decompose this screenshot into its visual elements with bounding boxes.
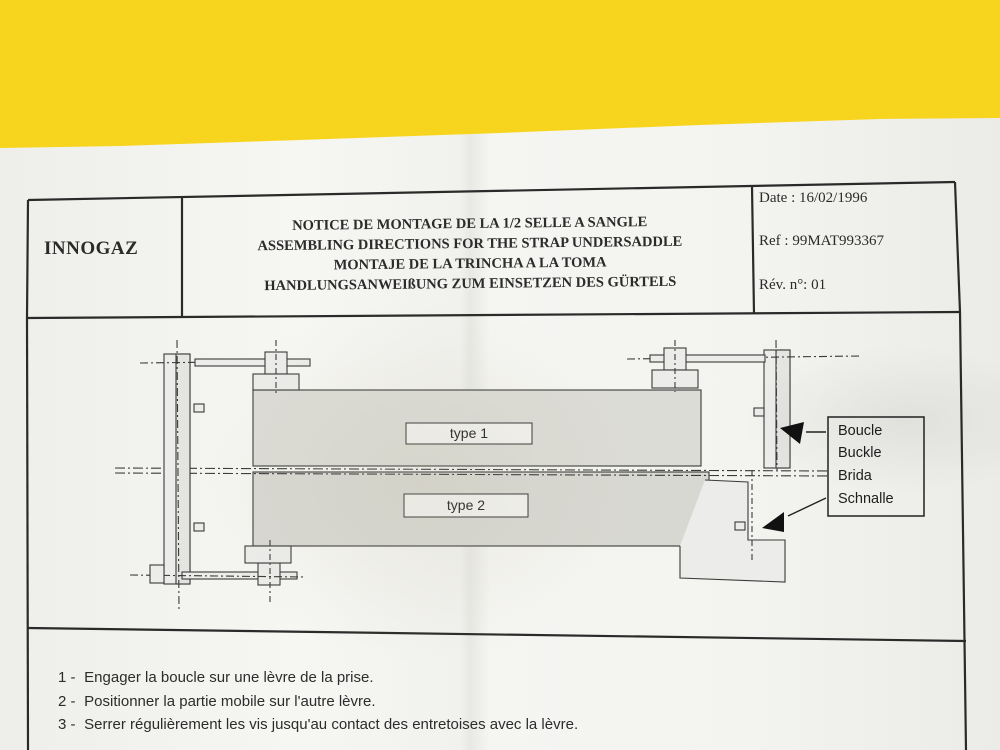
header-right-border xyxy=(953,181,962,313)
body-right-border xyxy=(958,311,968,750)
instruction-list: 1 - Engager la boucle sur une lèvre de l… xyxy=(58,666,578,737)
legend-brida: Brida xyxy=(838,468,872,484)
type1-label: type 1 xyxy=(449,425,489,441)
step-number: 3 - xyxy=(58,716,76,733)
company-name: INNOGAZ xyxy=(44,238,139,259)
document-revision: Rév. n°: 01 xyxy=(759,277,827,293)
instruction-step: 3 - Serrer régulièrement les vis jusqu'a… xyxy=(58,713,578,737)
type2-label: type 2 xyxy=(446,497,486,513)
document-titles: NOTICE DE MONTAGE DE LA 1/2 SELLE A SANG… xyxy=(190,211,751,297)
upper-arrow-head xyxy=(780,422,804,444)
right-upper-bolt xyxy=(649,354,766,363)
legend-buckle: Buckle xyxy=(838,445,882,461)
instruction-step: 2 - Positionner la partie mobile sur l'a… xyxy=(58,690,578,714)
type1-label-box xyxy=(405,422,533,445)
header-top-border xyxy=(27,180,956,202)
strap-diagram xyxy=(114,339,861,611)
center-axis xyxy=(114,467,831,472)
header-left-border xyxy=(25,199,30,319)
type2-label-box xyxy=(403,493,529,518)
center-axis-2 xyxy=(114,472,831,477)
legend-box xyxy=(827,416,925,517)
step-text: Positionner la partie mobile sur l'autre… xyxy=(84,692,376,710)
lower-arrow-head xyxy=(762,512,784,532)
document-reference: Ref : 99MAT993367 xyxy=(759,233,884,249)
buckle-hook xyxy=(679,479,786,583)
instruction-step: 1 - Engager la boucle sur une lèvre de l… xyxy=(58,666,578,690)
left-upper-bolt xyxy=(194,358,311,367)
body-left-border xyxy=(25,317,30,750)
step-text: Engager la boucle sur une lèvre de la pr… xyxy=(84,669,374,686)
step-number: 2 - xyxy=(58,692,76,710)
legend-pointers xyxy=(787,416,925,517)
legend-boucle: Boucle xyxy=(838,423,883,439)
step-number: 1 - xyxy=(58,669,76,686)
header-bottom-border xyxy=(26,310,961,320)
header-divider-2 xyxy=(750,185,756,315)
document-date: Date : 16/02/1996 xyxy=(759,190,868,206)
diagram-bottom-border xyxy=(27,626,967,643)
legend-schnalle: Schnalle xyxy=(838,491,894,507)
step-text: Serrer régulièrement les vis jusqu'au co… xyxy=(84,716,579,733)
